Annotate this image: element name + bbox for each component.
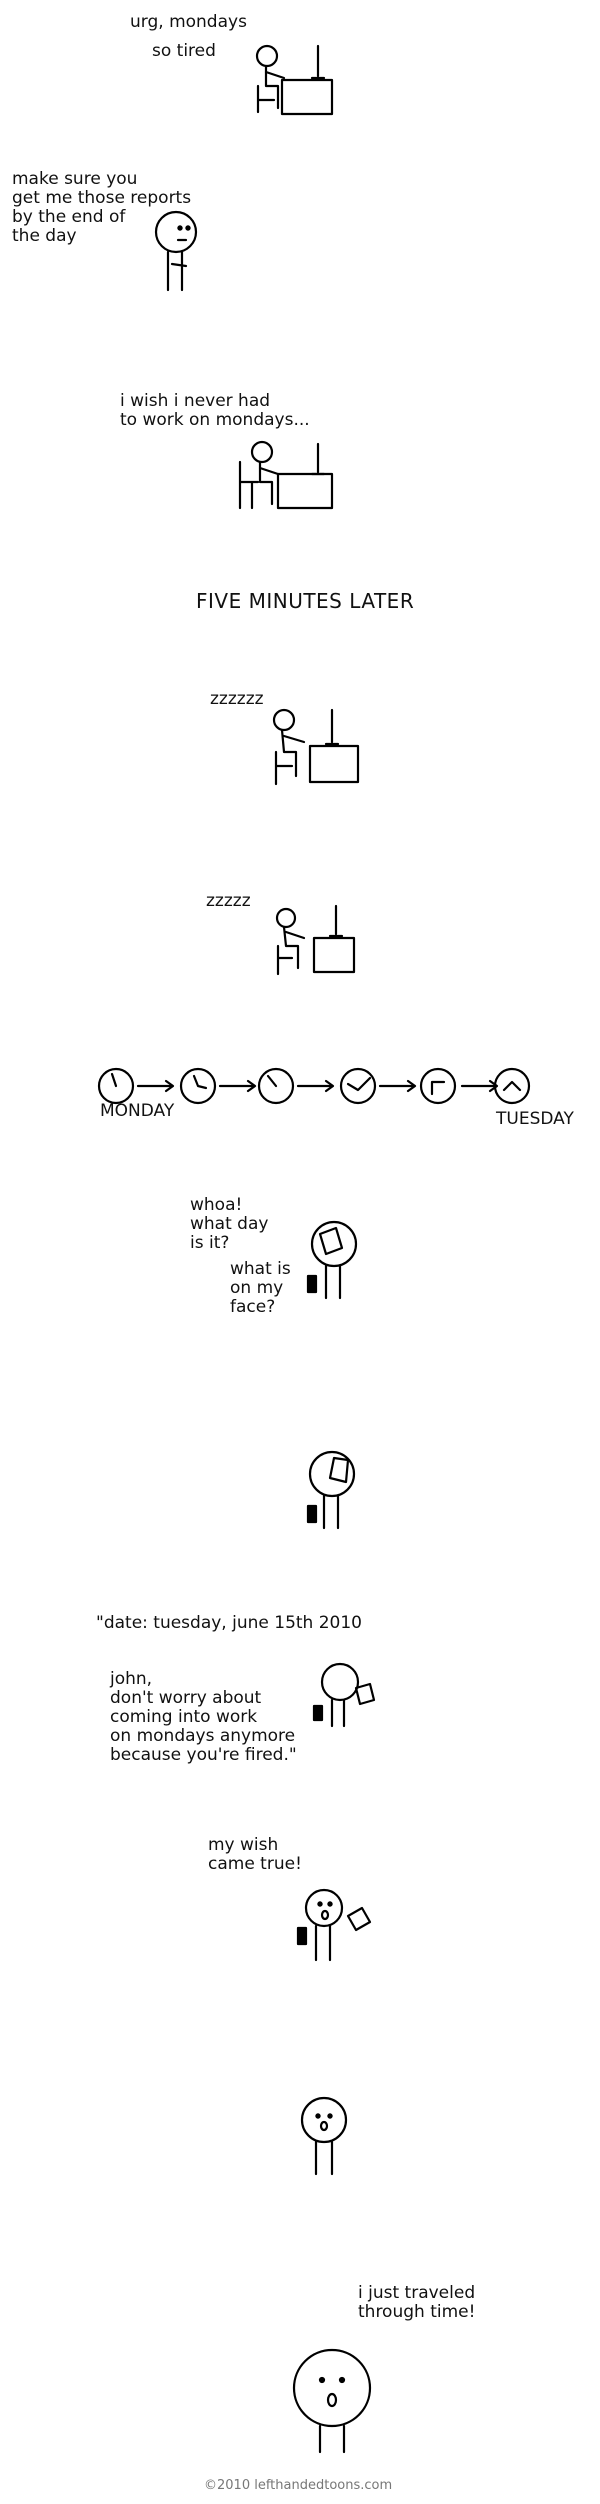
timeline-label-tuesday: TUESDAY	[496, 1109, 574, 1129]
panel10-wish-came-true: my wish came true!	[208, 1835, 302, 1874]
panel2-boss-speech: make sure you get me those reports by th…	[12, 169, 192, 246]
panel4-sleeping-worker	[272, 708, 360, 786]
panel3-wish-speech: i wish i never had to work on mondays...	[120, 391, 310, 430]
panel12-astonished-figure	[292, 2348, 372, 2454]
panel3-worker-at-desk	[238, 440, 334, 510]
clock-timeline	[97, 1067, 531, 1105]
panel9-note-date: "date: tuesday, june 15th 2010	[96, 1613, 362, 1633]
panel12-time-travel-speech: i just traveled through time!	[358, 2283, 476, 2322]
panel1-speech-line2: so tired	[152, 41, 216, 61]
panel4-snore: zzzzzz	[210, 689, 264, 709]
panel9-letter-text: john, don't worry about coming into work…	[110, 1669, 297, 1765]
panel2-boss-figure	[154, 210, 198, 292]
panel7-face-speech: what is on my face?	[230, 1259, 291, 1317]
footer-copyright: ©2010 lefthandedtoons.com	[204, 2478, 393, 2493]
timeline-label-monday: MONDAY	[100, 1101, 175, 1121]
panel11-worried-figure	[300, 2096, 348, 2176]
caption-five-minutes-later: FIVE MINUTES LATER	[196, 589, 415, 613]
panel8-figure-reading-note	[306, 1450, 356, 1530]
panel5-sleeping-worker	[275, 904, 356, 976]
panel9-figure-holding-letter	[312, 1662, 376, 1728]
panel7-whoa-speech: whoa! what day is it?	[190, 1195, 269, 1253]
panel7-figure-with-note-on-face	[306, 1220, 358, 1300]
panel10-surprised-figure	[296, 1888, 372, 1962]
panel1-speech-line1: urg, mondays	[130, 12, 247, 32]
panel1-worker-at-desk	[255, 44, 334, 116]
panel5-snore: zzzzz	[206, 891, 251, 911]
